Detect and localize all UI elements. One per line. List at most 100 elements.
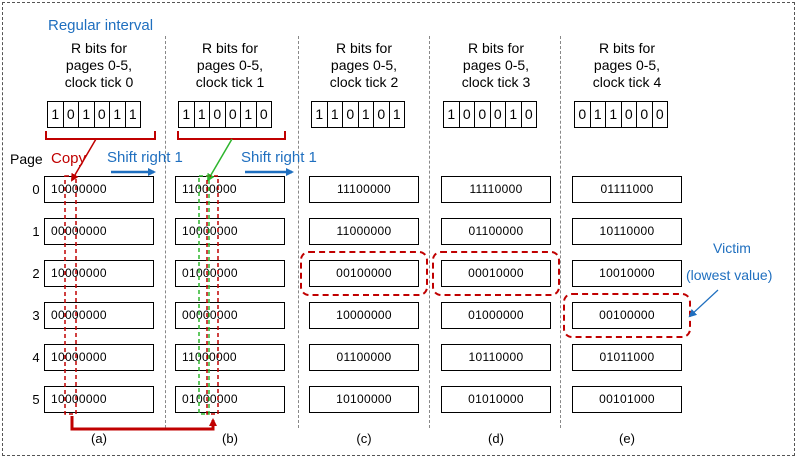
copy-arrow <box>70 138 97 182</box>
column-label: (c) <box>356 431 372 446</box>
r-bit-cell: 0 <box>210 102 226 127</box>
page-header-label: Page <box>10 151 43 167</box>
r-bit-cell: 0 <box>622 102 637 127</box>
column-separator <box>429 36 430 428</box>
shift-right-label-b: Shift right 1 <box>241 149 317 166</box>
column-header-line: pages 0-5, <box>462 57 530 73</box>
r-bit-cell: 1 <box>591 102 606 127</box>
column-header-line: pages 0-5, <box>65 57 133 73</box>
r-bit-cell: 0 <box>374 102 390 127</box>
column-label: (d) <box>488 431 504 446</box>
msb-column-outline <box>64 175 77 415</box>
column-header-line: clock tick 2 <box>329 74 399 90</box>
regular-interval-label: Regular interval <box>48 17 154 34</box>
column-header-line: pages 0-5, <box>196 57 264 73</box>
r-bit-cell: 0 <box>655 106 664 122</box>
msb-column-outline <box>206 175 219 415</box>
r-bit-cell: 1 <box>241 102 257 127</box>
r-bits-bracket <box>177 131 286 140</box>
r-bit-cell: 0 <box>575 102 591 127</box>
aging-counter-register: 01111000 <box>572 176 682 203</box>
aging-counter-register: 11100000 <box>309 176 419 203</box>
aging-counter-register: 01010000 <box>441 386 551 413</box>
aging-counter-register: 10110000 <box>572 218 682 245</box>
shift-right-label-a: Shift right 1 <box>107 149 183 166</box>
r-bit-cell: 1 <box>128 106 137 122</box>
aging-counter-register: 10000000 <box>44 260 154 287</box>
r-bit-cell: 1 <box>444 102 460 127</box>
r-bit-cell: 0 <box>343 102 359 127</box>
victim-arrow <box>688 289 719 318</box>
aging-counter-register: 01100000 <box>441 218 551 245</box>
shifted-bit-outline <box>198 175 210 415</box>
r-bits-bracket <box>45 131 156 140</box>
column-header-line: R bits for <box>467 40 524 56</box>
r-bit-cell: 1 <box>110 102 126 127</box>
victim-note-label: (lowest value) <box>686 267 773 283</box>
aging-counter-register: 00100000 <box>309 260 419 287</box>
aging-counter-register: 00101000 <box>572 386 682 413</box>
r-bit-cell: 1 <box>48 102 64 127</box>
r-bit-cell: 1 <box>312 102 328 127</box>
r-bit-cell: 1 <box>179 102 195 127</box>
aging-counter-register: 10000000 <box>175 218 285 245</box>
column-header-line: R bits for <box>201 40 258 56</box>
r-bit-cell: 0 <box>460 102 475 127</box>
aging-counter-register: 11000000 <box>309 218 419 245</box>
column-label: (e) <box>619 431 635 446</box>
r-bit-cell: 1 <box>506 102 522 127</box>
column-header-line: clock tick 3 <box>461 74 531 90</box>
page-number: 2 <box>32 266 40 281</box>
r-bit-cell: 1 <box>392 106 401 122</box>
r-bit-cell: 0 <box>226 102 241 127</box>
column-header-line: R bits for <box>598 40 655 56</box>
r-bit-cell: 0 <box>64 102 79 127</box>
copy-arrow <box>206 138 233 182</box>
r-bit-cell: 0 <box>524 106 533 122</box>
aging-counter-register: 10000000 <box>309 302 419 329</box>
page-number: 1 <box>32 224 40 239</box>
aging-counter-register: 10000000 <box>44 176 154 203</box>
carry-over-arrow <box>70 416 217 431</box>
copy-label: Copy <box>51 150 87 167</box>
r-bit-cell: 1 <box>359 102 374 127</box>
aging-counter-register: 10000000 <box>44 386 154 413</box>
aging-counter-register: 11110000 <box>441 176 551 203</box>
r-bit-cell: 1 <box>195 102 210 127</box>
aging-counter-register: 01011000 <box>572 344 682 371</box>
diagram-frame <box>2 2 795 456</box>
aging-counter-register: 01100000 <box>309 344 419 371</box>
column-header-line: R bits for <box>70 40 127 56</box>
column-header-line: clock tick 1 <box>195 74 265 90</box>
r-bit-cell: 1 <box>606 102 622 127</box>
column-header-line: clock tick 0 <box>64 74 134 90</box>
column-label: (a) <box>91 431 107 446</box>
lowest-value-highlight <box>300 251 428 296</box>
r-bit-cell: 0 <box>475 102 491 127</box>
page-number: 4 <box>32 350 40 365</box>
page-number: 3 <box>32 308 40 323</box>
page-number: 0 <box>32 182 40 197</box>
aging-counter-register: 00000000 <box>44 302 154 329</box>
r-bit-cell: 1 <box>79 102 95 127</box>
aging-counter-register: 10000000 <box>44 344 154 371</box>
aging-counter-register: 10110000 <box>441 344 551 371</box>
aging-counter-register: 10010000 <box>572 260 682 287</box>
aging-counter-register: 00000000 <box>44 218 154 245</box>
aging-counter-register: 11000000 <box>175 344 285 371</box>
aging-counter-register: 00100000 <box>572 302 682 329</box>
column-header-line: R bits for <box>335 40 392 56</box>
aging-counter-register: 01000000 <box>441 302 551 329</box>
column-header-line: clock tick 4 <box>592 74 662 90</box>
aging-counter-register: 00010000 <box>441 260 551 287</box>
